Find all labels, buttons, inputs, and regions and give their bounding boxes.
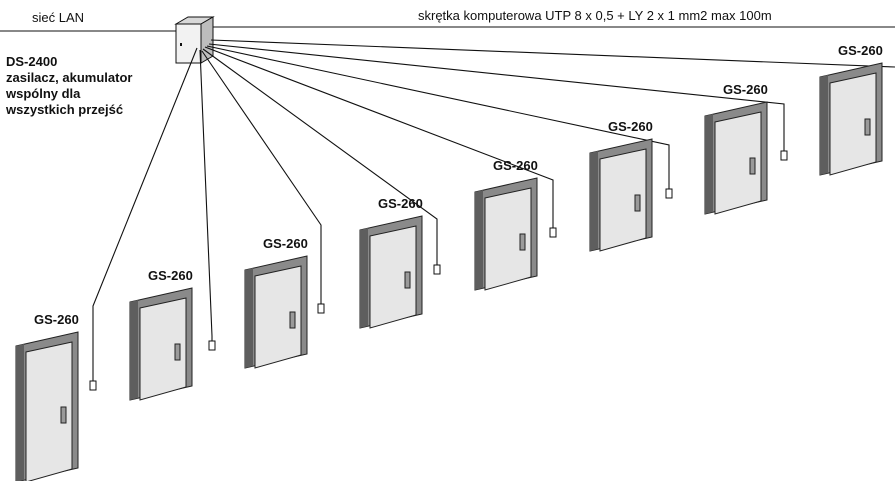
controller-box: [174, 16, 215, 64]
door-frame-shadow: [245, 268, 253, 368]
door-label: GS-260: [148, 268, 193, 283]
door-unit: GS-260: [704, 82, 788, 215]
door-leaf: [369, 225, 417, 329]
door-handle-icon: [749, 157, 756, 175]
door-handle-icon: [60, 406, 67, 424]
door-wire: [204, 46, 554, 229]
door-label: GS-260: [263, 236, 308, 251]
wires-group: [92, 39, 895, 382]
cable-label: skrętka komputerowa UTP 8 x 0,5 + LY 2 x…: [418, 8, 772, 23]
lan-label: sieć LAN: [32, 10, 84, 25]
door-label: GS-260: [723, 82, 768, 97]
reader-icon: [317, 303, 325, 314]
reader-icon: [89, 380, 97, 391]
controller-description-line: wspólny dla: [5, 86, 81, 101]
door-wire: [201, 50, 322, 305]
controller-description-line: zasilacz, akumulator: [6, 70, 132, 85]
door-wire: [206, 45, 670, 190]
controller-box-front: [175, 23, 202, 64]
reader-icon: [549, 227, 557, 238]
door-wire: [208, 43, 785, 152]
door-leaf: [714, 111, 762, 215]
door-frame-shadow: [475, 190, 483, 290]
door-frame-shadow: [360, 228, 368, 328]
door-label: GS-260: [608, 119, 653, 134]
door-leaf: [599, 148, 647, 252]
door-handle-icon: [289, 311, 296, 329]
reader-icon: [780, 150, 788, 161]
door-unit: GS-260: [244, 236, 325, 369]
door-wire: [202, 48, 438, 266]
door-leaf: [829, 72, 877, 176]
door-leaf: [254, 265, 302, 369]
door-frame-shadow: [16, 344, 24, 481]
door-unit: GS-260: [359, 196, 441, 329]
door-frame-shadow: [130, 300, 138, 400]
doors-group: GS-260GS-260GS-260GS-260GS-260GS-260GS-2…: [15, 43, 883, 481]
door-label: GS-260: [493, 158, 538, 173]
door-handle-icon: [519, 233, 526, 251]
door-leaf: [484, 187, 532, 291]
door-label: GS-260: [34, 312, 79, 327]
door-unit: GS-260: [129, 268, 216, 401]
door-wire: [199, 49, 213, 342]
door-handle-icon: [174, 343, 181, 361]
door-frame-shadow: [705, 114, 713, 214]
door-unit: GS-260: [474, 158, 557, 291]
door-wire: [210, 39, 895, 68]
reader-icon: [433, 264, 441, 275]
door-label: GS-260: [838, 43, 883, 58]
door-unit: GS-260: [589, 119, 673, 252]
door-handle-icon: [634, 194, 641, 212]
door-frame-shadow: [820, 75, 828, 175]
door-unit: GS-260: [15, 312, 97, 481]
reader-icon: [665, 188, 673, 199]
controller-lock-icon: [180, 43, 182, 46]
door-wire: [92, 47, 198, 382]
door-leaf: [25, 341, 73, 481]
controller-description-line: wszystkich przejść: [5, 102, 123, 117]
reader-icon: [208, 340, 216, 351]
door-frame-shadow: [590, 151, 598, 251]
door-leaf: [139, 297, 187, 401]
door-unit: GS-260: [819, 43, 883, 176]
door-handle-icon: [404, 271, 411, 289]
door-label: GS-260: [378, 196, 423, 211]
door-handle-icon: [864, 118, 871, 136]
controller-name: DS-2400: [6, 54, 57, 69]
